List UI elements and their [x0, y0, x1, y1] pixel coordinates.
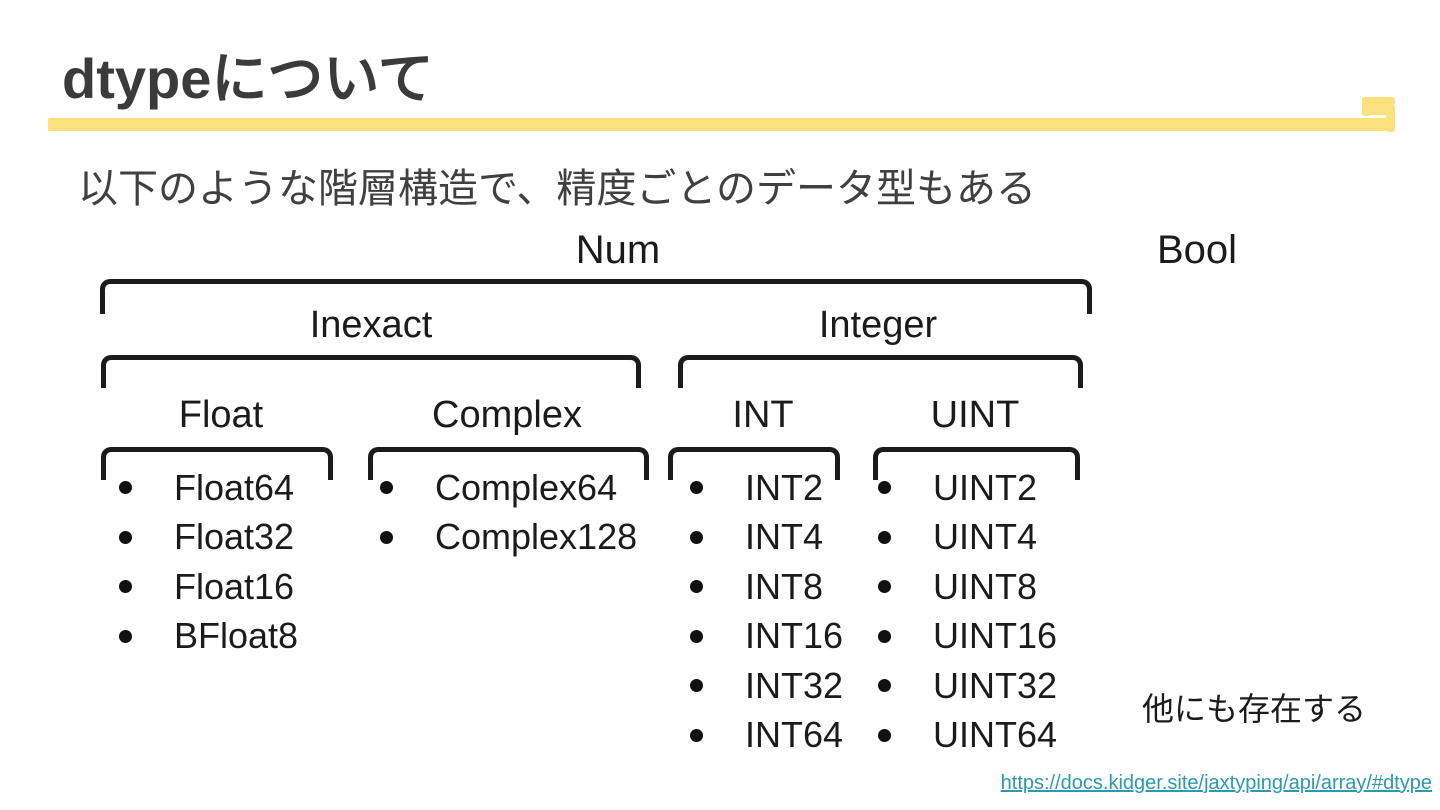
label-complex: Complex — [432, 394, 582, 436]
label-float: Float — [178, 394, 264, 436]
list-float: Float64 Float32 Float16 BFloat8 — [119, 463, 298, 661]
label-bool: Bool — [1156, 228, 1238, 272]
list-item: INT4 — [690, 513, 843, 563]
list-item: Float32 — [119, 513, 298, 563]
underline-s-decoration — [1362, 97, 1395, 106]
note-text: 他にも存在する — [1142, 691, 1367, 727]
source-link-container: https://docs.kidger.site/jaxtyping/api/a… — [1001, 772, 1432, 795]
list-item-label: UINT16 — [933, 615, 1058, 657]
list-item: Complex64 — [380, 463, 637, 513]
bracket-int — [668, 447, 840, 480]
list-item: UINT8 — [878, 562, 1057, 612]
bullet-icon — [690, 580, 703, 594]
underline-s-decoration — [1386, 106, 1395, 132]
bullet-icon — [119, 530, 132, 544]
bullet-icon — [380, 530, 393, 544]
source-link[interactable]: https://docs.kidger.site/jaxtyping/api/a… — [1000, 772, 1432, 794]
list-item: BFloat8 — [119, 612, 298, 662]
label-num: Num — [575, 228, 661, 272]
list-item-label: INT8 — [745, 565, 824, 607]
title-underline — [48, 118, 1394, 131]
list-item: Complex128 — [380, 513, 637, 563]
bullet-icon — [380, 481, 393, 495]
list-complex: Complex64 Complex128 — [380, 463, 637, 562]
underline-s-decoration — [1362, 106, 1395, 115]
list-item-label: Complex64 — [435, 466, 618, 508]
label-uint: UINT — [930, 394, 1020, 436]
list-item: INT8 — [690, 562, 843, 612]
list-item-label: INT4 — [745, 516, 824, 558]
list-item-label: UINT2 — [933, 466, 1038, 508]
list-item-label: Float16 — [174, 565, 295, 607]
list-uint: UINT2 UINT4 UINT8 UINT16 UINT32 UINT64 — [878, 463, 1057, 760]
list-item-label: Float64 — [174, 466, 295, 508]
bracket-complex — [368, 447, 649, 480]
bullet-icon — [878, 580, 891, 594]
label-integer: Integer — [818, 304, 938, 346]
list-item-label: INT16 — [745, 615, 844, 657]
bracket-inexact — [101, 355, 641, 388]
list-item: INT32 — [690, 661, 843, 711]
bullet-icon — [690, 530, 703, 544]
label-inexact: Inexact — [309, 304, 433, 346]
bullet-icon — [119, 481, 132, 495]
list-item: UINT4 — [878, 513, 1057, 563]
list-item-label: UINT4 — [933, 516, 1038, 558]
bullet-icon — [119, 580, 132, 594]
bullet-icon — [690, 481, 703, 495]
list-item-label: UINT64 — [933, 714, 1058, 756]
bracket-integer — [678, 355, 1083, 388]
list-item: UINT16 — [878, 612, 1057, 662]
list-item-label: BFloat8 — [174, 615, 299, 657]
list-item: INT16 — [690, 612, 843, 662]
list-item: Float16 — [119, 562, 298, 612]
bullet-icon — [878, 679, 891, 693]
list-item-label: Complex128 — [435, 516, 638, 558]
list-item: Float64 — [119, 463, 298, 513]
label-int: INT — [732, 394, 794, 436]
list-item-label: INT32 — [745, 664, 844, 706]
slide-subtitle: 以下のような階層構造で、精度ごとのデータ型もある — [78, 167, 1036, 211]
slide-title: dtypeについて — [62, 47, 434, 110]
list-int: INT2 INT4 INT8 INT16 INT32 INT64 — [690, 463, 843, 760]
list-item: INT2 — [690, 463, 843, 513]
list-item-label: INT64 — [745, 714, 844, 756]
list-item-label: INT2 — [745, 466, 824, 508]
list-item: UINT32 — [878, 661, 1057, 711]
bullet-icon — [878, 481, 891, 495]
bullet-icon — [690, 679, 703, 693]
bullet-icon — [690, 728, 703, 742]
bullet-icon — [878, 728, 891, 742]
bracket-uint — [873, 447, 1080, 480]
list-item-label: Float32 — [174, 516, 295, 558]
list-item: UINT64 — [878, 711, 1057, 761]
list-item-label: UINT8 — [933, 565, 1038, 607]
bracket-num — [100, 279, 1092, 314]
list-item-label: UINT32 — [933, 664, 1058, 706]
bullet-icon — [878, 530, 891, 544]
list-item: INT64 — [690, 711, 843, 761]
bullet-icon — [119, 629, 132, 643]
list-item: UINT2 — [878, 463, 1057, 513]
bullet-icon — [878, 629, 891, 643]
bullet-icon — [690, 629, 703, 643]
bracket-float — [101, 447, 333, 480]
